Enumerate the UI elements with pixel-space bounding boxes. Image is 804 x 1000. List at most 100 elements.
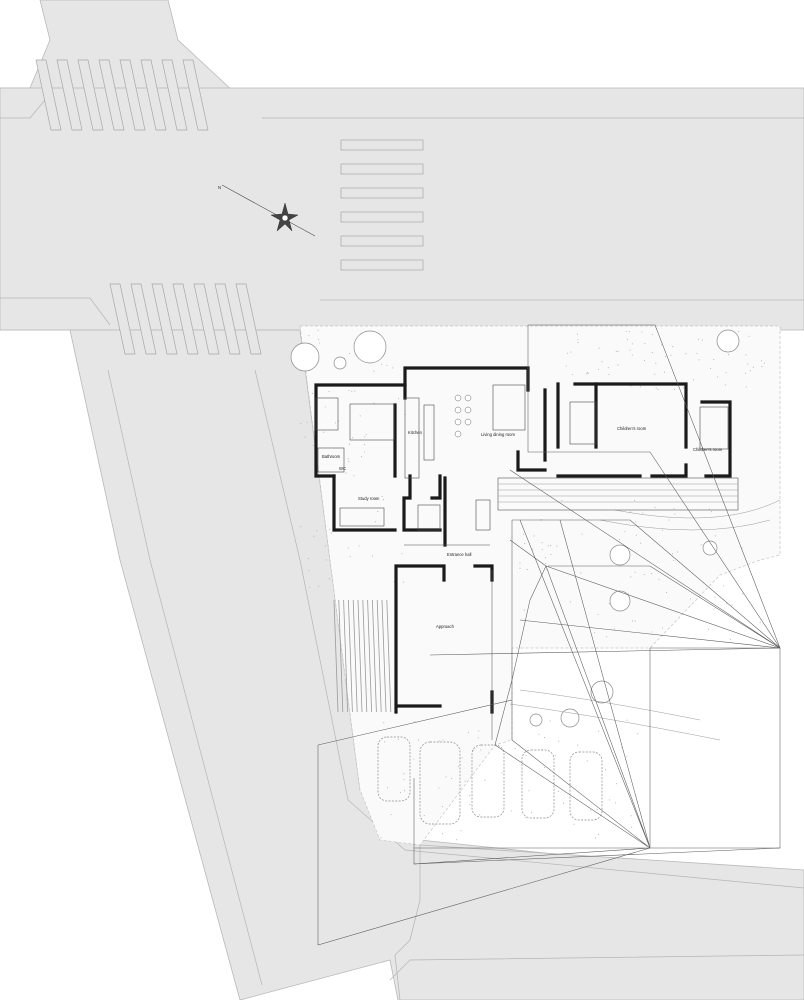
- garden-dot: [304, 436, 306, 438]
- garden-dot: [701, 339, 703, 341]
- planting-row: [362, 599, 368, 713]
- garden-dot: [300, 422, 302, 425]
- garden-dot: [384, 741, 386, 743]
- garden-dot: [710, 511, 713, 513]
- garden-dot: [464, 780, 466, 782]
- garden-dot: [441, 806, 443, 808]
- view-frame: [429, 647, 781, 656]
- garden-dot: [528, 790, 530, 792]
- car: [569, 751, 603, 821]
- garden-dot: [352, 437, 354, 439]
- north-arrow-axis: [221, 184, 316, 237]
- wall-living-south: [516, 450, 547, 472]
- garden-dot: [668, 519, 670, 521]
- dining-table: [492, 384, 526, 431]
- garden-dot: [631, 343, 634, 345]
- garden-dot: [655, 387, 657, 389]
- garden-dot: [522, 533, 524, 535]
- garden-dot: [724, 384, 726, 386]
- tree-icon: [290, 342, 320, 372]
- planting-row: [343, 599, 348, 713]
- view-lines: [317, 324, 781, 946]
- garden-dot: [661, 627, 664, 629]
- planting-row: [381, 599, 387, 713]
- garden-dot: [354, 390, 356, 392]
- view-curve: [494, 539, 547, 746]
- garden-dot: [617, 364, 619, 366]
- childrens-room-1-label: Children's room: [617, 426, 647, 431]
- garden-dot: [353, 475, 355, 477]
- garden-dot: [308, 334, 310, 337]
- garden-dot: [423, 814, 425, 817]
- garden-dot: [587, 372, 589, 374]
- garden-dot: [558, 740, 560, 742]
- garden-dot: [364, 451, 366, 453]
- garden-dot: [641, 331, 643, 333]
- chair: [454, 430, 462, 438]
- garden-dot: [349, 556, 351, 558]
- garden-dot: [596, 809, 598, 811]
- garden-dot: [654, 506, 656, 508]
- dining-chairs: [454, 394, 472, 438]
- garden-dot: [713, 358, 715, 361]
- crosswalk-stripe: [109, 283, 136, 355]
- wc-label: WC: [339, 466, 346, 471]
- garden-dot: [615, 802, 617, 804]
- garden-dot: [749, 370, 751, 372]
- garden-dot: [655, 362, 657, 364]
- crosswalk-stripe: [56, 59, 83, 131]
- garden-dot: [745, 386, 747, 388]
- garden-dot: [597, 613, 599, 615]
- garden-dot: [682, 387, 685, 389]
- planting-row: [333, 599, 339, 713]
- garden-dot: [306, 421, 308, 424]
- garden-dot: [365, 433, 367, 436]
- parking: [377, 736, 603, 825]
- garden-dot: [607, 367, 609, 369]
- garden-dot: [501, 772, 503, 774]
- garden-dot: [674, 513, 676, 515]
- garden-dot: [348, 461, 350, 463]
- bed: [569, 401, 597, 445]
- garden-path: [614, 499, 781, 519]
- garden-dot: [689, 598, 691, 600]
- garden-dot: [469, 803, 471, 805]
- garden-dot: [577, 339, 579, 341]
- garden-dot: [598, 368, 600, 371]
- garden-dot: [609, 799, 611, 801]
- diagonal-road: [69, 329, 804, 1000]
- bath-wall: [315, 397, 339, 431]
- garden-dot: [348, 389, 350, 392]
- car: [521, 749, 555, 819]
- chair: [464, 418, 472, 426]
- garden-dot: [312, 392, 314, 394]
- garden-dot: [413, 758, 415, 760]
- chair: [454, 394, 462, 402]
- garden-dot: [628, 331, 630, 333]
- garden-dot: [451, 778, 453, 780]
- garden-dot: [479, 814, 481, 816]
- garden-dot: [626, 339, 628, 341]
- crosswalk-stripe: [182, 59, 209, 131]
- kitchen-label: Kitchen: [408, 430, 423, 435]
- sidewalk-line: [107, 369, 263, 986]
- garden-dot: [381, 363, 383, 365]
- garden-dot: [617, 350, 619, 352]
- garden-dot: [616, 783, 618, 785]
- sidewalk-line: [0, 99, 46, 119]
- garden-dot: [399, 791, 401, 793]
- garden-dot: [598, 730, 600, 732]
- garden-dot: [361, 456, 363, 458]
- planting-rows: [333, 599, 392, 713]
- garden-dot: [348, 352, 351, 354]
- garden-dot: [554, 754, 556, 757]
- crosswalk-stripe: [172, 283, 199, 355]
- crosswalk-stripe: [235, 283, 262, 355]
- crosswalk-stripe: [340, 139, 424, 151]
- garden-dot: [577, 744, 579, 746]
- view-frame: [509, 469, 781, 649]
- garden-dot: [401, 553, 403, 555]
- garden-dot: [664, 356, 667, 358]
- garden-dot: [741, 547, 743, 549]
- garden-path: [509, 703, 721, 741]
